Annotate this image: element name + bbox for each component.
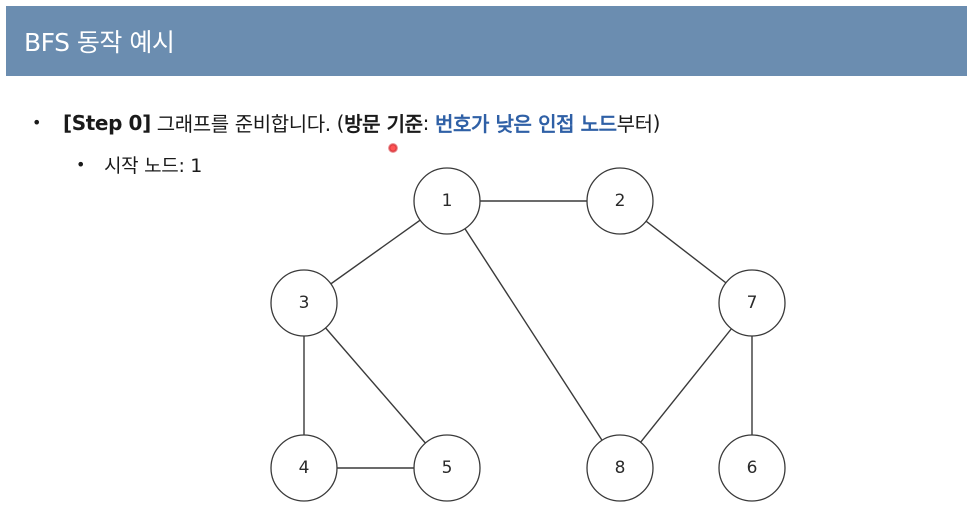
- graph-node-2: 2: [586, 167, 654, 235]
- graph-node-6: 6: [718, 434, 786, 502]
- graph-node-label: 5: [442, 458, 453, 478]
- graph-edge-7-8: [619, 302, 753, 469]
- graph-node-circle: [718, 434, 786, 502]
- graph-node-label: 4: [299, 458, 310, 478]
- bullet-step-0: • [Step 0] 그래프를 준비합니다. ( 방문 기준 : 번호가 낮은 …: [32, 108, 661, 137]
- laser-pointer-icon: [388, 143, 398, 153]
- step-text: 그래프를 준비합니다.: [156, 112, 331, 136]
- graph-node-5: 5: [413, 434, 481, 502]
- graph-node-circle: [413, 434, 481, 502]
- graph-node-4: 4: [270, 434, 338, 502]
- graph-node-label: 8: [615, 458, 626, 478]
- graph-node-circle: [270, 434, 338, 502]
- graph-node-circle: [270, 269, 338, 337]
- start-node-text: 시작 노드: 1: [104, 155, 203, 177]
- graph-edge-1-8: [446, 200, 621, 469]
- paren-open: (: [336, 110, 345, 135]
- graph-node-label: 2: [615, 191, 626, 211]
- graph-nodes: 1 2 3 7 4 5 8 6: [270, 167, 786, 502]
- graph-node-3: 3: [270, 269, 338, 337]
- criteria-label: 방문 기준: [344, 112, 423, 136]
- sub-bullet-dot: •: [76, 155, 86, 174]
- graph-edge-3-5: [303, 302, 448, 469]
- graph-node-8: 8: [586, 434, 654, 502]
- graph-node-circle: [586, 434, 654, 502]
- step-label: [Step 0]: [63, 110, 151, 135]
- graph-node-label: 6: [747, 458, 758, 478]
- bullet-dot: •: [32, 113, 42, 132]
- graph-node-circle: [413, 167, 481, 235]
- paren-close: ): [652, 110, 661, 135]
- criteria-suffix: 부터: [616, 112, 653, 136]
- slide-title: BFS 동작 예시: [24, 28, 175, 57]
- graph-edges: [303, 200, 753, 469]
- graph-node-label: 3: [299, 293, 310, 313]
- graph-node-circle: [718, 269, 786, 337]
- criteria-colon: :: [422, 110, 430, 135]
- graph-node-7: 7: [718, 269, 786, 337]
- criteria-value: 번호가 낮은 인접 노드: [434, 112, 617, 136]
- slide-title-bar: BFS 동작 예시: [6, 6, 967, 76]
- bullet-start-node: • 시작 노드: 1: [76, 151, 202, 178]
- graph-node-label: 7: [747, 293, 758, 313]
- graph-node-1: 1: [413, 167, 481, 235]
- graph-node-circle: [586, 167, 654, 235]
- graph-node-label: 1: [442, 191, 453, 211]
